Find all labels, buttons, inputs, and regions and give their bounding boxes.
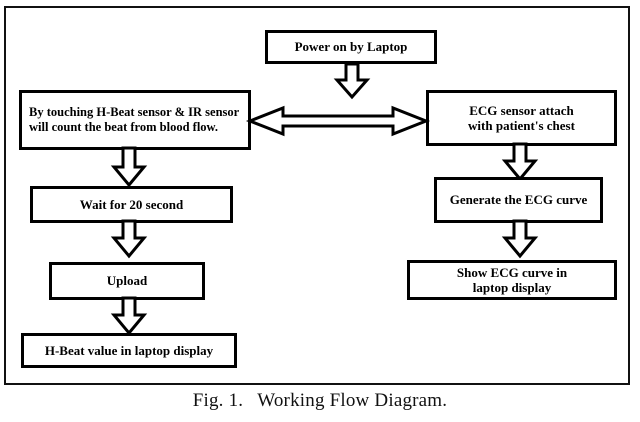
node-hbeat-sensor[interactable]: By touching H-Beat sensor & IR sensor wi… [19, 90, 251, 150]
node-show-curve[interactable]: Show ECG curve in laptop display [407, 260, 617, 300]
edge-power-to-ecg-arrow [333, 62, 371, 100]
node-wait-20-label: Wait for 20 second [79, 196, 184, 212]
edge-hbeat-to-ecg-arrow [245, 105, 431, 137]
node-hbeat-sensor-label: By touching H-Beat sensor & IR sensor wi… [29, 105, 239, 134]
node-ecg-attach[interactable]: ECG sensor attach with patient's chest [426, 90, 617, 146]
node-generate-curve-label: Generate the ECG curve [449, 192, 588, 208]
node-power-on[interactable]: Power on by Laptop [265, 30, 437, 64]
node-upload[interactable]: Upload [49, 262, 205, 300]
node-power-on-label: Power on by Laptop [294, 39, 408, 55]
edge-ecg-to-generate-arrow [501, 142, 539, 182]
figure-caption: Fig. 1. Working Flow Diagram. [0, 390, 640, 412]
node-wait-20[interactable]: Wait for 20 second [30, 186, 233, 223]
figure-border: Power on by Laptop By touching H-Beat se… [4, 6, 630, 385]
node-hbeat-display[interactable]: H-Beat value in laptop display [21, 333, 237, 368]
figure-caption-text: Working Flow Diagram. [257, 390, 448, 411]
edge-hbeat-to-wait-arrow [110, 146, 148, 188]
edge-wait-to-upload-arrow [110, 219, 148, 259]
edge-generate-to-show-arrow [501, 219, 539, 259]
node-generate-curve[interactable]: Generate the ECG curve [434, 177, 603, 223]
figure-caption-label: Fig. 1. [192, 390, 244, 411]
node-ecg-attach-label: ECG sensor attach with patient's chest [468, 102, 575, 133]
node-show-curve-label: Show ECG curve in laptop display [456, 264, 568, 295]
node-hbeat-display-label: H-Beat value in laptop display [44, 342, 214, 358]
edge-upload-to-display-arrow [110, 296, 148, 336]
node-upload-label: Upload [106, 273, 148, 289]
